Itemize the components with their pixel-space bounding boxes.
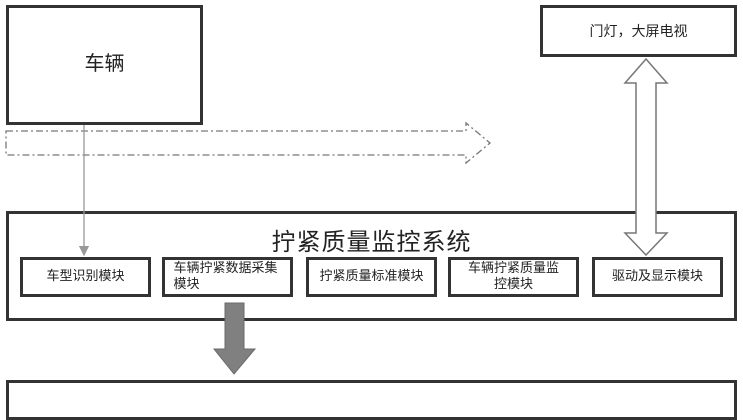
vehicle-label: 车辆 [84,50,125,75]
display-device-node: 门灯，大屏电视 [540,5,737,57]
module-drive-display: 驱动及显示模块 [592,257,723,297]
module-label: 拧紧质量标准模块 [319,269,424,284]
module-label: 车型识别模块 [46,269,125,284]
vehicle-movement-arrow [5,121,492,165]
module-quality-monitoring: 车辆拧紧质量监控模块 [448,257,579,297]
vehicle-node: 车辆 [6,5,203,125]
display-device-label: 门灯，大屏电视 [589,24,688,40]
module-label: 车辆拧紧数据采集模块 [173,261,278,292]
system-title: 拧紧质量监控系统 [271,228,472,256]
module-vehicle-type-recognition: 车型识别模块 [20,257,151,297]
module-label: 车辆拧紧质量监控模块 [467,261,559,292]
module-quality-standard: 拧紧质量标准模块 [306,257,437,297]
module-label: 驱动及显示模块 [611,269,703,284]
bottom-node [6,380,737,420]
module-tightening-data-collection: 车辆拧紧数据采集模块 [162,257,293,297]
